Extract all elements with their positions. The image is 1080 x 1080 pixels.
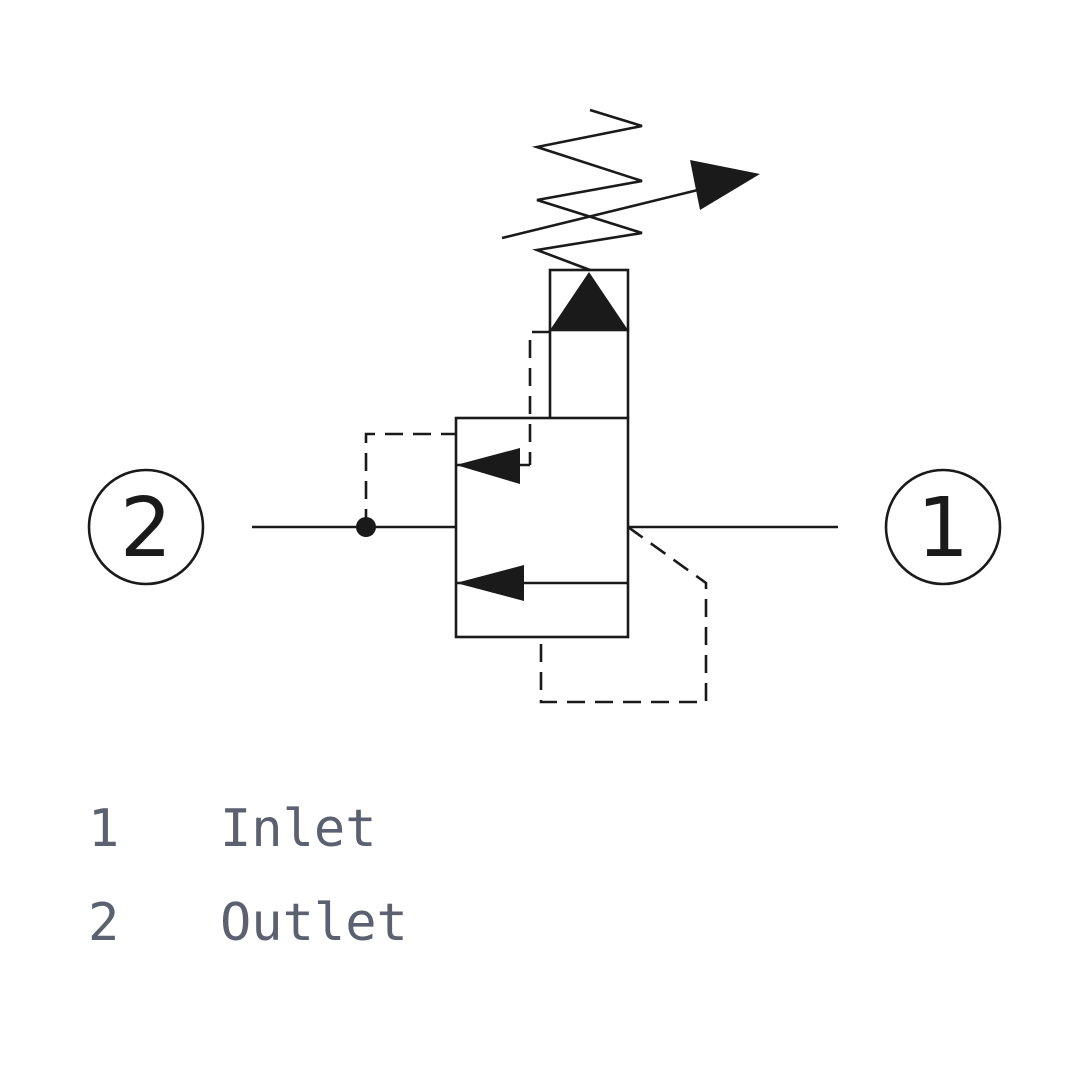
legend-item: 2 Outlet (88, 876, 408, 970)
adjustment-arrow (501, 160, 760, 240)
pilot-flow-arrow (456, 448, 530, 484)
pilot-line-internal (528, 330, 550, 465)
legend-key: 1 (88, 799, 120, 859)
port-1-label: 1 (917, 481, 969, 576)
legend-label: Outlet (220, 893, 408, 953)
legend-item: 1 Inlet (88, 782, 408, 876)
legend-key: 2 (88, 893, 120, 953)
port-2-label: 2 (120, 481, 172, 576)
pilot-line-outlet (364, 432, 456, 527)
pilot-head (548, 268, 630, 418)
port-2-marker: 2 (87, 468, 205, 586)
port-1-marker: 1 (884, 468, 1002, 586)
spring (531, 108, 643, 272)
port-legend: 1 Inlet 2 Outlet (88, 782, 408, 970)
valve-body (454, 416, 630, 639)
legend-label: Inlet (220, 799, 377, 859)
pilot-line-inlet (539, 525, 708, 704)
main-flow-arrow (456, 565, 628, 601)
